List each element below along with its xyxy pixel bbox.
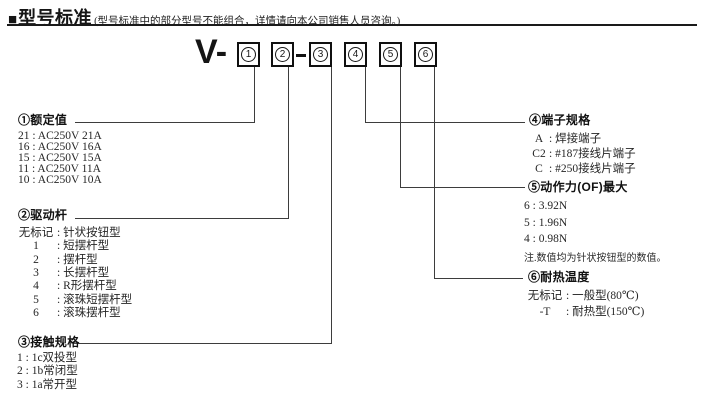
list-item: 21 : AC250V 21A (18, 130, 102, 142)
list-item: C2: #187接线片端子 (532, 148, 636, 160)
list-item: 4 : 0.98N (524, 233, 568, 245)
list-item: 3 : 1a常开型 (17, 378, 78, 391)
model-code-box-6: 6 (414, 42, 437, 67)
circled-digit-6: 6 (418, 47, 433, 62)
section-rating-title: ①额定值 (18, 113, 68, 127)
model-code-box-2: 2 (271, 42, 294, 67)
list-item: 2 : 1b常闭型 (17, 365, 78, 378)
list-item: 2: 摆杆型 (33, 253, 98, 266)
model-code-prefix: V- (195, 33, 228, 71)
section-terminal-title: ④端子规格 (529, 113, 591, 127)
list-item: 无标记: 针状按钮型 (18, 227, 121, 239)
list-item: 6: 滚珠摆杆型 (33, 307, 121, 320)
section-actuator-items: 无标记: 针状按钮型 1: 短摆杆型 2: 摆杆型 3: 长摆杆型 4: R形摆… (15, 227, 132, 320)
list-item: 无标记: 一般型(80℃) (527, 290, 639, 302)
section-force-items: 6 : 3.92N 5 : 1.96N 4 : 0.98N (524, 198, 567, 248)
connector-1-vertical (254, 67, 255, 122)
circled-digit-3: 3 (313, 47, 328, 62)
model-code-box-4: 4 (344, 42, 367, 67)
section-heat-items: 无标记: 一般型(80℃) -T: 耐热型(150℃) (524, 289, 645, 320)
list-item: 16 : AC250V 16A (18, 140, 102, 153)
header-rule (7, 24, 697, 26)
list-item: 1: 短摆杆型 (33, 240, 110, 253)
list-item: 3: 长摆杆型 (33, 267, 110, 280)
list-item: -T: 耐热型(150℃) (539, 305, 645, 318)
model-code-box-5: 5 (379, 42, 402, 67)
circled-digit-4: 4 (348, 47, 363, 62)
circled-digit-5: 5 (383, 47, 398, 62)
section-contact-items: 1 : 1c双投型 2 : 1b常闭型 3 : 1a常开型 (17, 352, 78, 392)
model-code-separator (296, 54, 306, 57)
section-terminal-items: A: 焊接端子 C2: #187接线片端子 C: #250接线片端子 (529, 132, 636, 177)
connector-4-vertical (365, 67, 366, 122)
connector-1-horizontal (75, 122, 255, 123)
square-bullet-icon: ■ (8, 11, 18, 28)
connector-3-vertical (331, 67, 332, 343)
list-item: C: #250接线片端子 (535, 163, 636, 175)
model-code-box-3: 3 (309, 42, 332, 67)
connector-2-vertical (288, 67, 289, 218)
page-title: 型号标准 (18, 8, 93, 28)
list-item: 11 : AC250V 11A (18, 162, 101, 175)
list-item: 4: R形摆杆型 (33, 280, 117, 293)
list-item: 5: 滚珠短摆杆型 (33, 293, 133, 306)
section-force-note: 注.数值均为针状按钮型的数值。 (524, 253, 667, 264)
circled-digit-1: 1 (241, 47, 256, 62)
list-item: 10 : AC250V 10A (18, 173, 102, 186)
list-item: 6 : 3.92N (524, 200, 568, 212)
connector-5-vertical (400, 67, 401, 187)
connector-6-horizontal (434, 278, 523, 279)
page-header: ■ 型号标准 (型号标准中的部分型号不能组合，详情请向本公司销售人员咨询。) (8, 4, 400, 30)
connector-3-horizontal (78, 343, 332, 344)
page-title-note: (型号标准中的部分型号不能组合，详情请向本公司销售人员咨询。) (94, 16, 401, 27)
connector-6-vertical (434, 67, 435, 278)
list-item: 1 : 1c双投型 (17, 352, 78, 364)
list-item: 5 : 1.96N (524, 216, 568, 229)
connector-2-horizontal (75, 218, 289, 219)
section-heat-title: ⑥耐热温度 (528, 270, 590, 284)
circled-digit-2: 2 (275, 47, 290, 62)
connector-4-horizontal (365, 122, 525, 123)
list-item: A: 焊接端子 (534, 133, 602, 145)
section-actuator-title: ②驱动杆 (18, 208, 68, 222)
section-contact-title: ③接触规格 (18, 335, 80, 349)
section-force-title: ⑤动作力(OF)最大 (528, 180, 628, 194)
section-rating-items: 21 : AC250V 21A 16 : AC250V 16A 15 : AC2… (18, 130, 102, 186)
connector-5-horizontal (400, 187, 525, 188)
model-code-box-1: 1 (237, 42, 260, 67)
list-item: 15 : AC250V 15A (18, 151, 102, 164)
